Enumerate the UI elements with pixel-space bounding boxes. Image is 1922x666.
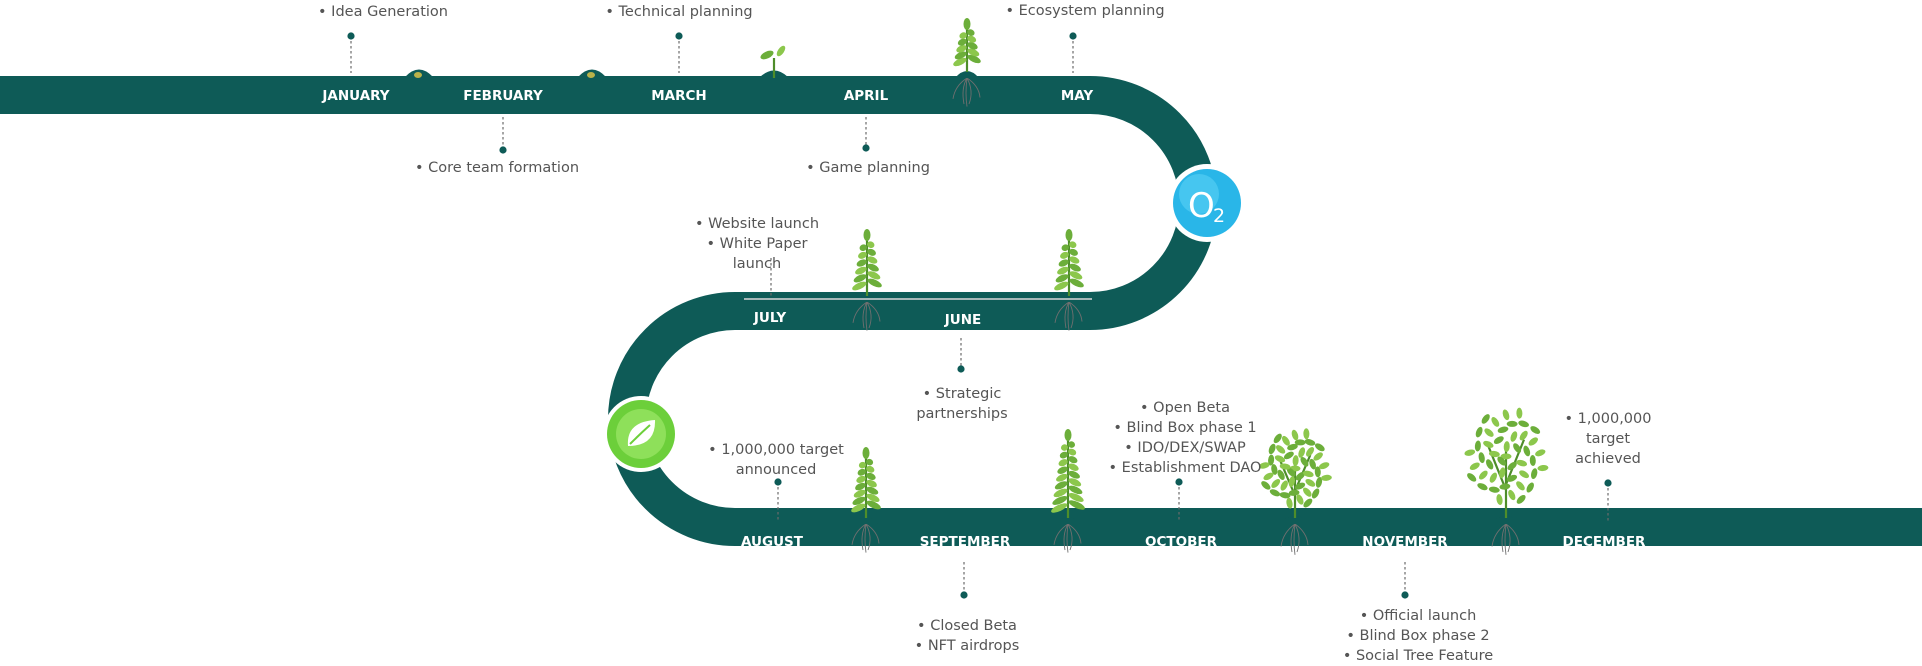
leader-dot-august [774,478,782,486]
milestone-note: • Website launch [695,216,819,232]
milestone-note: • Official launch [1360,608,1477,624]
milestone-note: achieved [1575,451,1641,467]
month-label-march: MARCH [651,88,706,104]
milestone-notes-november: • Official launch • Blind Box phase 2 • So… [1343,608,1493,664]
leader-dot-june [957,365,965,373]
milestone-note: target [1586,431,1630,447]
month-label-july: JULY [753,310,786,326]
leader-dot-september [960,591,968,599]
milestone-note: • Idea Generation [318,4,448,20]
milestone-note: launch [733,256,781,272]
month-label-october: OCTOBER [1145,534,1218,550]
seed-mound-1 [405,69,433,78]
seed-mound-2 [578,69,606,78]
milestone-notes-may: • Ecosystem planning [1005,3,1164,19]
milestone-note: • White Paper [707,236,808,252]
milestone-notes-september: • Closed Beta • NFT airdrops [915,618,1020,654]
sprout-icon [760,45,788,78]
milestone-notes-july: • Website launch • White Paper launch [695,216,819,272]
roadmap-track [0,76,1922,546]
milestone-note: • 1,000,000 [1565,411,1652,427]
leader-dot-february [499,146,507,154]
milestone-note: • Establishment DAO [1109,460,1262,476]
milestone-note: • Ecosystem planning [1005,3,1164,19]
oxygen-subscript: 2 [1213,205,1225,227]
milestone-note: • Core team formation [415,160,579,176]
milestone-note: • Blind Box phase 2 [1346,628,1489,644]
milestone-notes-march: • Technical planning [605,4,752,20]
milestone-notes-august: • 1,000,000 target announced [708,442,844,478]
plant-september [1051,429,1085,553]
leader-dot-april [862,144,870,152]
milestone-note: • NFT airdrops [915,638,1020,654]
milestone-note: • 1,000,000 target [708,442,844,458]
month-label-november: NOVEMBER [1362,534,1448,550]
leader-dot-october [1175,478,1183,486]
milestone-notes-october: • Open Beta • Blind Box phase 1 • IDO/DEX/… [1109,400,1262,476]
leader-dot-december [1604,479,1612,487]
milestone-note: • Technical planning [605,4,752,20]
oxygen-badge: O 2 [1168,164,1246,242]
milestone-note: • Closed Beta [917,618,1017,634]
milestone-note: • Game planning [806,160,930,176]
milestone-note: announced [736,462,817,478]
milestone-note: • Strategic [923,386,1002,402]
milestone-note: • IDO/DEX/SWAP [1124,440,1246,456]
milestone-note: • Social Tree Feature [1343,648,1493,664]
month-label-february: FEBRUARY [463,88,543,104]
plant-june-left [852,229,882,331]
milestone-notes-june: • Strategic partnerships [916,386,1007,422]
month-label-august: AUGUST [741,534,804,550]
month-label-june: JUNE [944,312,982,328]
month-label-april: APRIL [844,88,889,104]
milestone-notes-february: • Core team formation [415,160,579,176]
milestone-notes-december: • 1,000,000 target achieved [1565,411,1652,467]
milestone-notes-january: • Idea Generation [318,4,448,20]
month-label-december: DECEMBER [1563,534,1647,550]
plant-august [851,447,881,553]
milestone-note: partnerships [916,406,1007,422]
month-label-january: JANUARY [321,88,389,104]
tree-november [1464,407,1549,555]
month-label-september: SEPTEMBER [920,534,1011,550]
leader-dot-november [1401,591,1409,599]
milestone-note: • Blind Box phase 1 [1113,420,1256,436]
plant-may [952,18,981,107]
leaf-badge [603,396,679,472]
milestone-notes-april: • Game planning [806,160,930,176]
leader-dot-may [1069,32,1077,40]
month-label-may: MAY [1061,88,1094,104]
leader-dot-march [675,32,683,40]
milestone-note: • Open Beta [1140,400,1230,416]
leader-dot-january [347,32,355,40]
leaf-icon [627,420,656,446]
tree-october [1258,428,1332,555]
oxygen-symbol: O [1188,186,1215,226]
